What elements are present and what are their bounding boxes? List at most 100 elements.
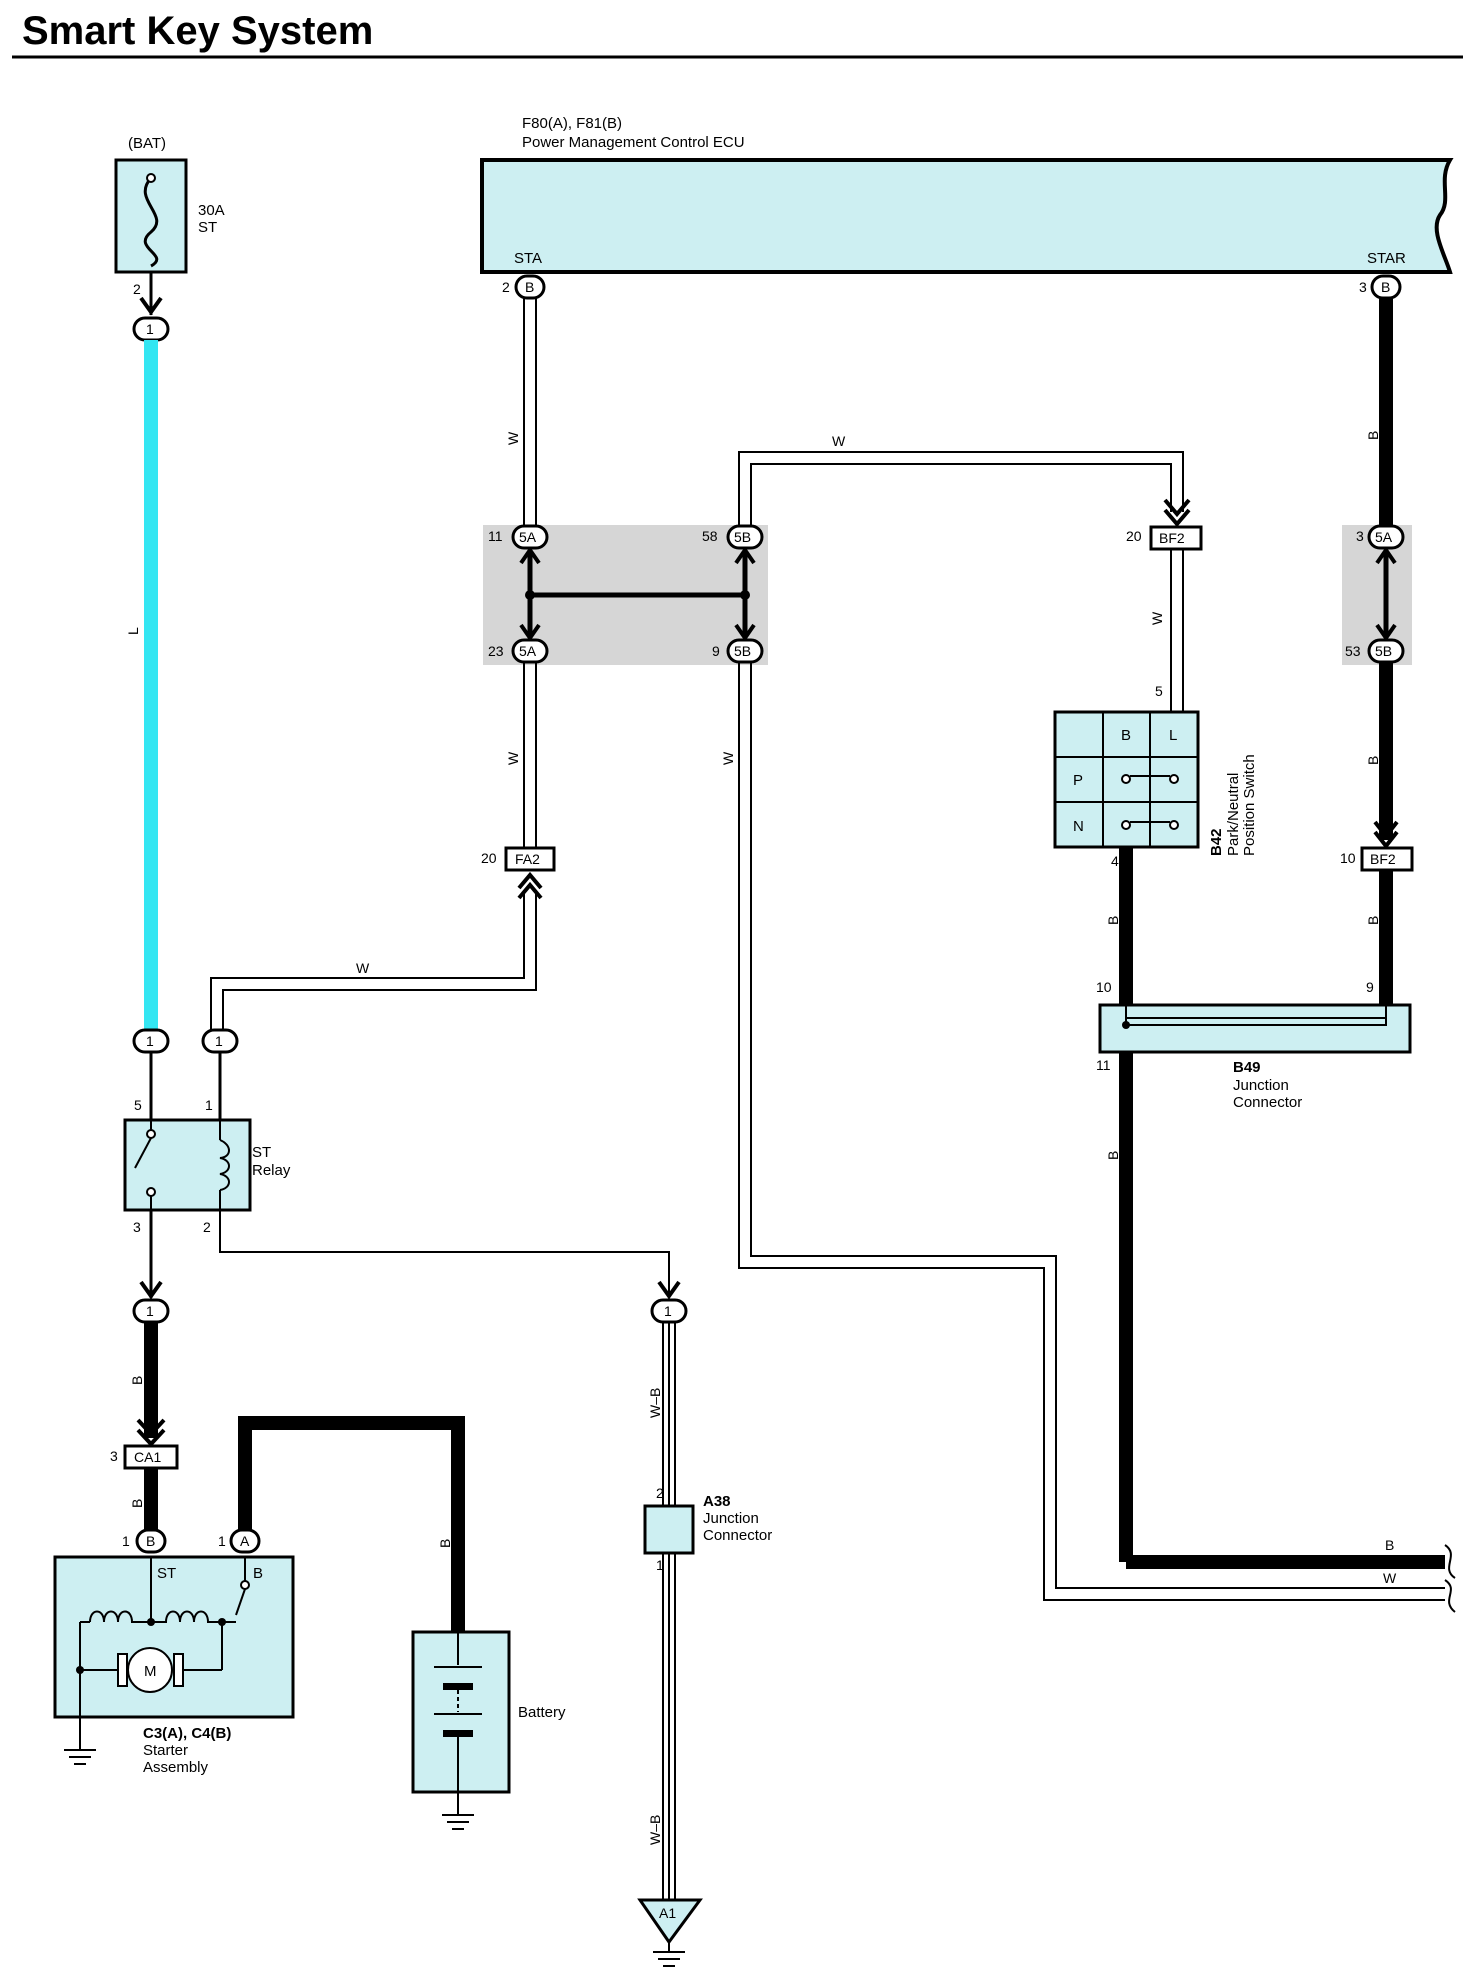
svg-text:1: 1 <box>215 1033 223 1049</box>
fuse-pin: 2 <box>133 281 141 297</box>
ground-a1: A1 <box>637 1898 703 1967</box>
svg-text:3: 3 <box>110 1448 118 1464</box>
a38-name-2: Connector <box>703 1527 772 1544</box>
connector-relay-in-right: 1 <box>201 1028 239 1054</box>
svg-text:FA2: FA2 <box>515 851 540 867</box>
ground-icon-starter <box>64 1749 96 1765</box>
svg-text:20: 20 <box>1126 528 1142 544</box>
wire-color-w-bottom: W <box>1383 1570 1397 1586</box>
svg-text:L: L <box>1169 727 1177 744</box>
starter-coil-left-icon <box>89 1610 151 1623</box>
svg-text:5A: 5A <box>1375 529 1393 545</box>
motor-icon <box>127 1647 173 1693</box>
svg-text:B: B <box>253 1565 263 1582</box>
fuse-rating: 30A <box>198 202 225 219</box>
wire-color-l: L <box>125 627 141 635</box>
svg-text:CA1: CA1 <box>134 1449 161 1465</box>
connector-fuse-out: 1 <box>132 316 170 342</box>
relay-name-2: Relay <box>252 1162 291 1179</box>
ecu-terminal-sta: STA <box>514 250 542 267</box>
svg-text:23: 23 <box>488 643 504 659</box>
starter-name-1: Starter <box>143 1742 188 1759</box>
svg-text:1: 1 <box>146 1303 154 1319</box>
wire-color-w-sta: W <box>505 431 521 445</box>
junction-left-pins: 11 5A 58 5B 23 5A 9 5B <box>488 524 764 664</box>
svg-text:20: 20 <box>481 850 497 866</box>
b49-name-1: Junction <box>1233 1077 1289 1094</box>
starter-name-2: Assembly <box>143 1759 209 1776</box>
wire-color-b-lower: B <box>1105 1151 1121 1160</box>
a38-id: A38 <box>703 1493 731 1510</box>
svg-text:5A: 5A <box>519 529 537 545</box>
svg-text:5A: 5A <box>519 643 537 659</box>
page-title: Smart Key System <box>22 9 373 53</box>
svg-text:9: 9 <box>712 643 720 659</box>
wire-color-b-star-low: B <box>1365 916 1381 925</box>
svg-text:11: 11 <box>488 528 503 544</box>
svg-text:A: A <box>240 1533 250 1549</box>
connector-bf2-bottom: 10 BF2 <box>1340 846 1414 872</box>
svg-text:9: 9 <box>1366 979 1374 995</box>
pn-pin-top: 5 <box>1155 683 1163 699</box>
b49-name-2: Connector <box>1233 1094 1302 1111</box>
connector-ca1: 3 CA1 <box>110 1444 179 1470</box>
st-relay: ST Relay <box>123 1118 291 1212</box>
svg-text:1: 1 <box>122 1533 130 1549</box>
svg-text:11: 11 <box>1096 1057 1111 1073</box>
battery: Battery <box>411 1630 566 1794</box>
wire-color-b-battery: B <box>437 1539 453 1548</box>
starter-coil-right-icon <box>151 1610 222 1623</box>
ecu-connectors: F80(A), F81(B) <box>522 115 622 132</box>
svg-text:5B: 5B <box>734 529 751 545</box>
svg-text:BF2: BF2 <box>1370 851 1396 867</box>
relay-name-1: ST <box>252 1144 271 1161</box>
svg-text:B: B <box>1121 727 1131 744</box>
b49-id: B49 <box>1233 1059 1261 1076</box>
wire-color-w-fa2: W <box>505 751 521 765</box>
relay-coil-icon <box>219 1139 230 1191</box>
svg-text:ST: ST <box>157 1565 176 1582</box>
wire-color-w-top: W <box>832 433 846 449</box>
svg-text:1: 1 <box>205 1097 213 1113</box>
svg-text:B: B <box>146 1533 155 1549</box>
junction-right-pins: 3 5A 53 5B <box>1345 524 1405 664</box>
starter-connectors: C3(A), C4(B) <box>143 1725 231 1742</box>
svg-text:N: N <box>1073 818 1084 835</box>
b49-junction-connector: 10 9 11 B49 Junction Connector <box>1096 979 1412 1111</box>
svg-text:3: 3 <box>1356 528 1364 544</box>
ground-icon-battery <box>442 1814 474 1830</box>
svg-text:A1: A1 <box>659 1905 676 1921</box>
park-neutral-position-switch: 5 B L P N B42 Park/Neutral Position Swit… <box>1053 683 1258 869</box>
svg-text:1: 1 <box>218 1533 226 1549</box>
pn-name-1: Park/Neutral <box>1225 773 1242 856</box>
fuse-30a-st: (BAT) 30A ST 2 <box>114 135 225 297</box>
svg-text:P: P <box>1073 772 1083 789</box>
ecu-pin-star: 3 B <box>1359 274 1402 300</box>
wire-color-b-star-mid: B <box>1365 756 1381 765</box>
wire-color-w-relay: W <box>356 960 370 976</box>
svg-text:1: 1 <box>146 1033 154 1049</box>
wire-color-b-starter: B <box>129 1499 145 1508</box>
wire-color-b-pn: B <box>1105 916 1121 925</box>
wire-color-w-pn: W <box>1149 611 1165 625</box>
battery-name: Battery <box>518 1704 566 1721</box>
wire-color-wb-top: W–B <box>647 1388 663 1418</box>
wire-color-b-relay: B <box>129 1376 145 1385</box>
svg-text:M: M <box>144 1663 157 1680</box>
svg-text:58: 58 <box>702 528 718 544</box>
svg-text:2: 2 <box>656 1485 664 1501</box>
svg-text:5: 5 <box>134 1097 142 1113</box>
connector-relay-in-left: 1 <box>132 1028 170 1054</box>
connector-relay-out-left: 1 <box>132 1298 170 1324</box>
a38-name-1: Junction <box>703 1510 759 1527</box>
wire-color-b-bottom: B <box>1385 1537 1394 1553</box>
power-management-ecu: F80(A), F81(B) Power Management Control … <box>480 115 1454 274</box>
wire-color-b-star: B <box>1365 431 1381 440</box>
a38-junction-connector: 2 1 A38 Junction Connector <box>643 1485 772 1573</box>
connector-fa2: 20 FA2 <box>481 846 556 872</box>
fuse-element-icon <box>143 176 159 268</box>
pn-pin-bottom: 4 <box>1111 853 1119 869</box>
svg-text:5B: 5B <box>1375 643 1392 659</box>
ecu-pin-sta: 2 B <box>502 274 546 300</box>
